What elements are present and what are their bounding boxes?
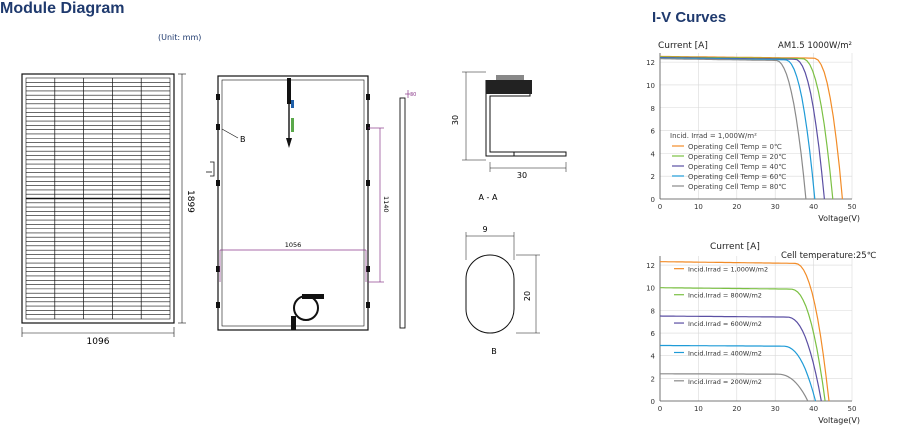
section-b-height-label: 20 xyxy=(523,291,532,301)
series-line xyxy=(660,287,826,402)
series-line xyxy=(659,315,822,402)
legend-entry: Operating Cell Temp = 60℃ xyxy=(688,173,786,181)
series-line xyxy=(660,373,809,402)
legend-entry: Incid.Irrad = 400W/m2 xyxy=(688,349,762,357)
x-tick-label: 30 xyxy=(771,405,780,413)
legend-entry: Operating Cell Temp = 20℃ xyxy=(688,153,786,161)
x-axis-title: Voltage(V) xyxy=(818,416,860,425)
module-diagram-drawing: 1096 1899 B xyxy=(21,71,567,356)
legend-entry: Incid.Irrad = 800W/m2 xyxy=(688,292,762,300)
y-tick-label: 2 xyxy=(651,173,655,181)
section-a: 30 30 A - A xyxy=(451,71,567,202)
x-tick-label: 20 xyxy=(732,203,741,211)
y-tick-label: 12 xyxy=(646,59,655,67)
x-tick-label: 50 xyxy=(848,203,857,211)
legend-entry: Incid.Irrad = 1,000W/m2 xyxy=(688,266,768,274)
section-a-width-label: 30 xyxy=(517,171,527,180)
iv-curves-title: I-V Curves xyxy=(652,9,727,26)
legend-entry: Operating Cell Temp = 80℃ xyxy=(688,183,786,191)
unit-label: (Unit: mm) xyxy=(158,33,202,42)
section-b: 9 20 B xyxy=(465,225,540,356)
side-view: 30 xyxy=(399,90,416,329)
y-tick-label: 0 xyxy=(651,398,655,406)
x-tick-label: 30 xyxy=(771,203,780,211)
legend-entry: Operating Cell Temp = 40℃ xyxy=(688,163,786,171)
chart-annotation: AM1.5 1000W/m² xyxy=(778,41,852,51)
legend-title: Incid. Irrad = 1,000W/m² xyxy=(670,132,757,140)
section-a-height-label: 30 xyxy=(451,115,460,125)
y-tick-label: 4 xyxy=(651,150,656,158)
legend-entry: Incid.Irrad = 600W/m2 xyxy=(688,320,762,328)
back-view: B 1056 1140 xyxy=(206,75,390,331)
section-b-width-label: 9 xyxy=(482,225,487,234)
iv-chart-temperature: 0 2 4 6 8 10 12 0 10 20 30 40 50 Current [A] Voltage(V… xyxy=(646,41,860,223)
y-tick-label: 10 xyxy=(646,285,655,293)
y-tick-label: 12 xyxy=(646,262,655,270)
x-tick-label: 0 xyxy=(658,203,662,211)
x-tick-label: 40 xyxy=(809,203,818,211)
legend-entry: Operating Cell Temp = 0℃ xyxy=(688,143,782,151)
x-axis-title: Voltage(V) xyxy=(818,214,860,223)
x-tick-label: 10 xyxy=(694,203,703,211)
series-line xyxy=(660,58,807,200)
series-line xyxy=(660,344,817,402)
y-tick-label: 2 xyxy=(651,375,655,383)
module-diagram-title: Module Diagram xyxy=(0,0,125,17)
y-tick-label: 8 xyxy=(651,307,655,315)
x-tick-label: 0 xyxy=(658,405,662,413)
y-tick-label: 10 xyxy=(646,82,655,90)
front-width-label: 1096 xyxy=(87,337,110,347)
x-tick-label: 40 xyxy=(809,405,818,413)
iv-chart-irradiance: 0 2 4 6 8 10 12 0 10 20 30 40 50 Current [A] Voltage(V… xyxy=(646,242,877,425)
y-tick-label: 6 xyxy=(651,330,656,338)
y-axis-title: Current [A] xyxy=(710,242,760,252)
legend-entry: Incid.Irrad = 200W/m2 xyxy=(688,378,762,386)
y-tick-label: 8 xyxy=(651,105,655,113)
series-line xyxy=(660,261,830,402)
front-view: 1096 1899 xyxy=(21,73,195,347)
x-tick-label: 50 xyxy=(848,405,857,413)
x-tick-label: 10 xyxy=(694,405,703,413)
section-b-label: B xyxy=(491,347,497,356)
chart-annotation: Cell temperature:25℃ xyxy=(781,251,877,261)
x-tick-label: 20 xyxy=(732,405,741,413)
section-a-label: A - A xyxy=(479,193,498,202)
y-tick-label: 0 xyxy=(651,196,655,204)
front-height-label: 1899 xyxy=(185,190,195,213)
y-axis-title: Current [A] xyxy=(658,41,708,51)
marker-b: B xyxy=(240,135,246,144)
y-tick-label: 6 xyxy=(651,128,656,136)
back-height-label: 1140 xyxy=(382,196,390,213)
thickness-label: 30 xyxy=(410,92,416,98)
back-width-label: 1056 xyxy=(285,241,302,249)
y-tick-label: 4 xyxy=(651,353,656,361)
